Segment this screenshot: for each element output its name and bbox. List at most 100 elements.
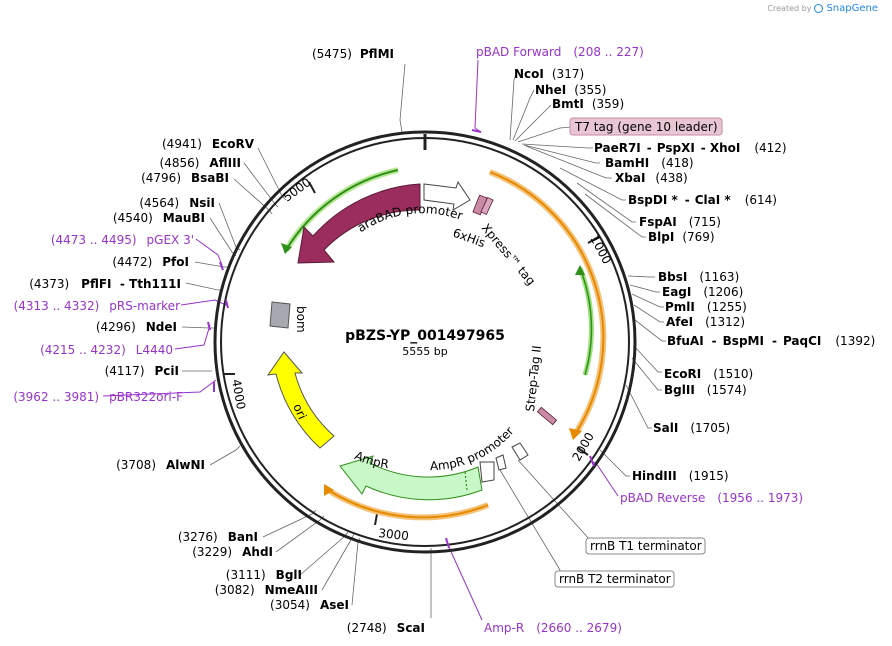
feature-arabad-promoter[interactable]	[423, 180, 471, 211]
t7-tag-box[interactable]: T7 tag (gene 10 leader)	[569, 117, 723, 136]
primer-leader-l4440	[174, 324, 211, 350]
leader-bmti	[514, 104, 552, 142]
primer-marks	[207, 129, 595, 549]
site-scai[interactable]: (2748)ScaI	[347, 621, 425, 635]
orf-right-green-line	[579, 267, 593, 376]
leader-blpi	[584, 193, 646, 238]
site-ecorv[interactable]: (4941)EcoRV	[162, 137, 255, 151]
leader-paer7i	[521, 143, 593, 149]
site-bgli[interactable]: (3111)BglI	[226, 568, 302, 582]
plasmid-length: 5555 bp	[402, 345, 447, 358]
leader-ahdi	[275, 515, 325, 553]
site-ndei[interactable]: (4296)NdeI	[96, 320, 177, 334]
site-nmeaiii[interactable]: (3082)NmeAIII	[215, 583, 318, 597]
feature-strep-tag-ii[interactable]	[536, 406, 558, 426]
site-hindiii[interactable]: HindIII(1915)	[632, 469, 729, 483]
orf-right	[489, 171, 605, 432]
primer-pgex-3[interactable]: (4473 .. 4495)pGEX 3'	[51, 233, 194, 247]
scale-ticks	[223, 181, 601, 526]
site-xbai[interactable]: XbaI(438)	[615, 171, 688, 185]
site-bani[interactable]: (3276)BanI	[178, 530, 258, 544]
t7-tag-label: T7 tag (gene 10 leader)	[574, 120, 718, 134]
site-afei[interactable]: AfeI(1312)	[666, 315, 745, 329]
orf-right-halo	[488, 169, 607, 433]
site-ahdi[interactable]: (3229)AhdI	[192, 545, 273, 559]
site-pfoi[interactable]: (4472)PfoI	[112, 255, 189, 269]
tick-label-3000: 3000	[378, 526, 410, 543]
feature-rrnb-t1[interactable]	[511, 442, 529, 461]
ampr-dotted-marker	[464, 471, 468, 491]
primer-leader-pbad-forward	[474, 59, 482, 133]
site-bamhi[interactable]: BamHI(418)	[605, 156, 694, 170]
tick-label-5000: 5000	[281, 175, 314, 204]
primer-l4440[interactable]: (4215 .. 4232)L4440	[40, 343, 173, 357]
site-pmli[interactable]: PmlI(1255)	[665, 300, 747, 314]
feature-rrnb-t2[interactable]	[495, 454, 507, 471]
rrnb-t2-box-bg	[554, 570, 675, 588]
leader-bbsi	[627, 275, 655, 278]
site-blpi[interactable]: BlpI(769)	[648, 230, 715, 244]
site-ecori[interactable]: EcoRI(1510)	[664, 367, 753, 381]
feature-ampr-promoter[interactable]	[479, 461, 495, 483]
feature-bom[interactable]	[269, 301, 291, 329]
feature-xpress-tag[interactable]	[480, 196, 494, 216]
site-nsii[interactable]: (4564)NsiI	[139, 196, 215, 210]
feature-ori[interactable]	[266, 351, 335, 449]
site-bbsi[interactable]: BbsI(1163)	[658, 270, 739, 284]
leader-bsabi	[233, 178, 273, 215]
site-nhei[interactable]: NheI(355)	[535, 83, 606, 97]
orf-arac-arrowhead	[281, 243, 292, 254]
leader-pmli	[631, 293, 664, 308]
primer-mark-pbad-reverse	[589, 455, 595, 467]
site-eagi[interactable]: EagI(1206)	[662, 285, 743, 299]
leader-bglii	[631, 357, 662, 391]
primer-pbad-forward[interactable]: pBAD Forward(208 .. 227)	[476, 45, 644, 59]
site-pflfi[interactable]: (4373)PflFI - Tth111I	[29, 277, 181, 291]
site-alwni[interactable]: (3708)AlwNI	[116, 458, 205, 472]
leader-hindiii	[599, 449, 630, 477]
plasmid-title: pBZS-YP_001497965	[345, 328, 505, 344]
leader-ncoi	[509, 73, 517, 141]
site-aflii[interactable]: (4856)AflIII	[160, 156, 241, 170]
rrnb-t2-label: rrnB T2 terminator	[559, 572, 671, 586]
tick-1000	[587, 235, 601, 244]
feature-arac[interactable]	[297, 183, 421, 264]
site-paer7i[interactable]: PaeR7I-PspXI-XhoI(412)	[594, 141, 787, 155]
primer-leader-pbr322ori-f	[102, 379, 217, 397]
primer-mark-pbad-forward	[471, 129, 482, 133]
leader-alwni	[209, 445, 241, 466]
primer-prs-marker[interactable]: (4313 .. 4332)pRS-marker	[14, 299, 180, 313]
primer-amp-r[interactable]: Amp-R(2660 .. 2679)	[484, 621, 622, 635]
orf-arcs	[281, 167, 607, 521]
leader-aflii	[243, 162, 279, 208]
site-bglii[interactable]: BglII(1574)	[664, 383, 747, 397]
site-bmti[interactable]: BmtI(359)	[552, 97, 624, 111]
orf-right-green-arrow	[575, 265, 585, 275]
primer-pbr322ori-f[interactable]: (3962 .. 3981)pBR322ori-F	[13, 390, 183, 404]
site-maubi[interactable]: (4540)MauBI	[113, 211, 205, 225]
leader-eagi	[629, 284, 660, 293]
site-sali[interactable]: SalI(1705)	[653, 421, 730, 435]
leader-nsii	[218, 202, 241, 251]
primer-pbad-reverse[interactable]: pBAD Reverse(1956 .. 1973)	[620, 491, 803, 505]
features	[266, 180, 558, 501]
site-asei[interactable]: (3054)AseI	[270, 598, 349, 612]
leader-asei	[351, 537, 361, 606]
site-bsabi[interactable]: (4796)BsaBI	[141, 171, 229, 185]
site-ncoi[interactable]: NcoI(317)	[514, 67, 584, 81]
site-pcii[interactable]: (4117)PciI	[105, 364, 179, 378]
primer-leader-pgex	[195, 238, 223, 266]
feature-ampr[interactable]	[339, 455, 483, 501]
rrnb-t2-box[interactable]: rrnB T2 terminator	[554, 570, 675, 588]
primer-labels: pBAD Forward(208 .. 227) pBAD Reverse(19…	[13, 45, 803, 635]
orf-ampr-arrowhead	[324, 484, 334, 496]
site-pflmi[interactable]: (5475)PflMI	[312, 47, 394, 61]
primer-mark-l4440	[207, 321, 211, 331]
tick-5000	[308, 181, 316, 194]
rrnb-t1-box[interactable]: rrnB T1 terminator	[585, 537, 706, 555]
left-sites: (5475)PflMI (4941)EcoRV (4856)AflIII (47…	[29, 47, 425, 635]
site-bfuai[interactable]: BfuAI-BspMI-PaqCI(1392)	[667, 334, 875, 348]
site-fspai[interactable]: FspAI(715)	[639, 215, 721, 229]
t7-tag-box-bg	[569, 117, 723, 136]
site-bspdi[interactable]: BspDI *-ClaI *(614)	[628, 193, 777, 207]
